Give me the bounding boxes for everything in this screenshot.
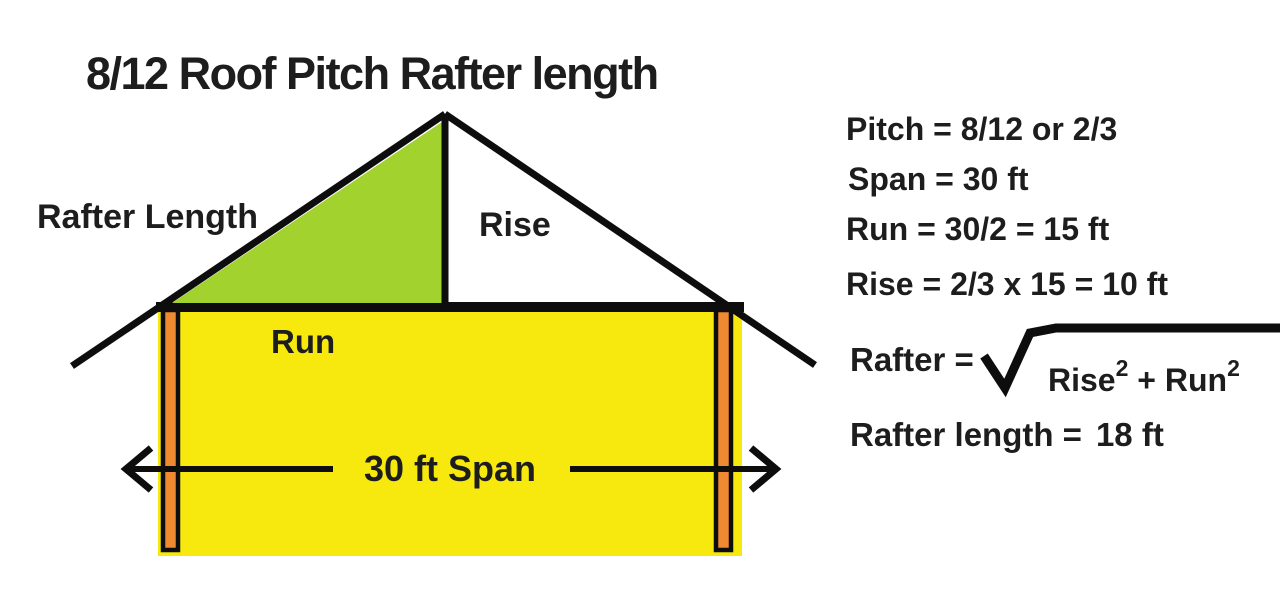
- calc-rise: Rise = 2/3 x 15 = 10 ft: [846, 266, 1168, 302]
- calc-run: Run = 30/2 = 15 ft: [846, 211, 1110, 247]
- rise-label: Rise: [479, 206, 551, 244]
- page-title: 8/12 Roof Pitch Rafter length: [86, 48, 658, 99]
- roof-rise-run-triangle: [172, 120, 445, 303]
- expr-run-exponent: 2: [1227, 355, 1240, 381]
- span-label: 30 ft Span: [364, 448, 536, 489]
- span-arrow-right-head-icon: [748, 445, 782, 493]
- expr-rise: Rise: [1048, 362, 1116, 398]
- expr-rise-exponent: 2: [1116, 355, 1129, 381]
- expr-plus-run: + Run: [1128, 362, 1227, 398]
- rafter-length-label: Rafter Length: [37, 198, 258, 236]
- left-stud: [160, 307, 181, 553]
- left-rafter-line: [70, 111, 447, 369]
- square-root-icon: [980, 323, 1280, 398]
- span-arrow-left-head-icon: [120, 445, 154, 493]
- right-rafter-line: [443, 111, 817, 368]
- calc-pitch: Pitch = 8/12 or 2/3: [846, 111, 1117, 147]
- calc-rafter-label: Rafter =: [850, 341, 974, 378]
- house-wall-rect: [158, 306, 742, 556]
- right-stud: [713, 307, 734, 553]
- calc-rafter-expression: Rise2 + Run2: [1048, 355, 1240, 398]
- calc-span: Span = 30 ft: [848, 161, 1029, 197]
- result-label: Rafter length =: [850, 416, 1082, 453]
- run-label: Run: [271, 323, 335, 360]
- calc-rafter-length-result: Rafter length = 18 ft: [850, 416, 1164, 453]
- result-value: 18 ft: [1096, 416, 1164, 453]
